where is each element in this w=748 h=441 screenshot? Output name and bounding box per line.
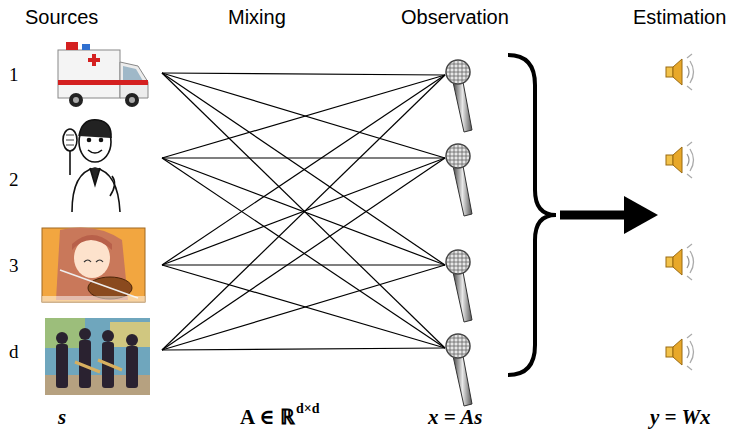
math-label: y = Wx — [650, 406, 711, 429]
band-picture — [45, 318, 150, 395]
column-heading: Estimation — [633, 6, 726, 28]
math-label: s — [58, 406, 66, 429]
microphone-icons — [446, 60, 472, 406]
source-number: 3 — [9, 256, 19, 277]
source-number: d — [9, 342, 19, 363]
column-heading: Observation — [401, 6, 509, 28]
speaker-man-picture — [63, 120, 120, 212]
column-heading: Sources — [25, 6, 98, 28]
column-heading: Mixing — [228, 6, 286, 28]
speaker-icons — [666, 54, 694, 370]
big-arrow — [560, 196, 658, 234]
math-superscript: d×d — [296, 401, 320, 416]
curly-bracket — [508, 55, 556, 375]
source-number: 2 — [9, 170, 19, 191]
ambulance-picture — [58, 42, 148, 107]
violinist-picture — [42, 228, 145, 302]
mixing-lines — [162, 73, 445, 350]
math-label: A ∈ ℝ — [240, 406, 295, 429]
math-label: x = As — [428, 406, 482, 429]
source-number: 1 — [9, 65, 19, 86]
